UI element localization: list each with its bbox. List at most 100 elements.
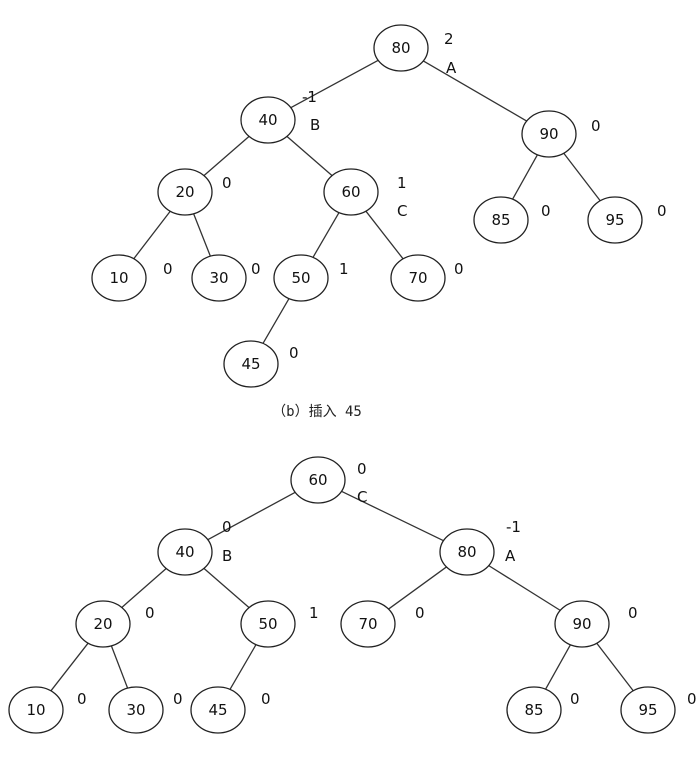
node-key-50: 50 [258,615,277,633]
node-key-20: 20 [175,183,194,201]
balance-factor-85: 0 [541,202,551,220]
node-tag-B: B [222,547,232,565]
node-tag-A: A [446,59,457,77]
tree-edge-20-10 [50,642,89,692]
balance-factor-95: 0 [687,690,697,708]
tree-node-80 [373,24,429,72]
node-key-20: 20 [93,615,112,633]
tree-node-70 [340,600,396,648]
tree-edge-40-60 [286,135,333,177]
balance-factor-40: -1 [302,88,317,106]
node-key-30: 30 [209,269,228,287]
tree-edge-80-90 [422,60,528,122]
balance-factor-30: 0 [251,260,261,278]
node-key-85: 85 [524,701,543,719]
node-key-70: 70 [408,269,427,287]
tree-edge-60-50 [312,212,340,258]
node-tag-C: C [357,488,367,506]
node-key-70: 70 [358,615,377,633]
tree-node-60 [323,168,379,216]
balance-factor-20: 0 [222,174,232,192]
tree-edge-50-45 [229,644,257,690]
balance-factor-45: 0 [289,344,299,362]
tree-node-95 [587,196,643,244]
tree-node-50 [240,600,296,648]
balance-factor-60: 1 [397,174,407,192]
tree-node-40 [157,528,213,576]
node-key-45: 45 [241,355,260,373]
tree-edge-60-80 [341,490,444,542]
tree-edge-60-70 [365,210,404,260]
balance-factor-90: 0 [628,604,638,622]
tree-node-20 [157,168,213,216]
node-key-50: 50 [291,269,310,287]
tree-node-60 [290,456,346,504]
balance-factor-40: 0 [222,518,232,536]
tree-node-30 [191,254,247,302]
tree-edge-90-95 [596,642,634,692]
node-key-80: 80 [391,39,410,57]
tree-edge-90-95 [563,152,601,202]
tree-node-95 [620,686,676,734]
tree-node-10 [91,254,147,302]
node-tag-C: C [397,202,407,220]
tree-node-10 [8,686,64,734]
balance-factor-20: 0 [145,604,155,622]
node-key-40: 40 [258,111,277,129]
node-tag-A: A [505,547,516,565]
balance-factor-90: 0 [591,117,601,135]
tree-edge-40-50 [203,567,250,609]
tree-node-70 [390,254,446,302]
tree-edge-40-20 [121,568,167,608]
node-key-90: 90 [539,125,558,143]
balance-factor-50: 1 [339,260,349,278]
tree-edge-80-70 [388,566,447,610]
balance-factor-10: 0 [163,260,173,278]
node-key-85: 85 [491,211,510,229]
balance-factor-60: 0 [357,460,367,478]
tree-node-80 [439,528,495,576]
tree-edge-20-30 [110,645,129,689]
balance-factor-85: 0 [570,690,580,708]
figure-caption: （b）插入 45 [272,404,362,420]
node-key-10: 10 [109,269,128,287]
tree-node-30 [108,686,164,734]
tree-node-20 [75,600,131,648]
tree-node-85 [473,196,529,244]
node-key-90: 90 [572,615,591,633]
node-key-60: 60 [341,183,360,201]
node-key-80: 80 [457,543,476,561]
tree-node-90 [521,110,577,158]
node-key-45: 45 [208,701,227,719]
node-tag-B: B [310,116,320,134]
balance-factor-80: -1 [506,518,521,536]
tree-edge-50-45 [262,298,290,344]
node-key-60: 60 [308,471,327,489]
node-key-40: 40 [175,543,194,561]
tree-edge-80-40 [290,59,379,109]
tree-node-50 [273,254,329,302]
balance-factor-70: 0 [454,260,464,278]
balance-factor-10: 0 [77,690,87,708]
tree-edge-20-10 [133,210,171,260]
balance-factor-45: 0 [261,690,271,708]
node-key-10: 10 [26,701,45,719]
tree-edge-80-90 [488,565,561,611]
tree-node-45 [190,686,246,734]
tree-edge-60-40 [207,491,296,541]
balance-factor-95: 0 [657,202,667,220]
tree-node-40 [240,96,296,144]
tree-edge-20-30 [193,213,211,257]
node-key-95: 95 [605,211,624,229]
node-key-95: 95 [638,701,657,719]
balance-factor-80: 2 [444,30,454,48]
node-key-30: 30 [126,701,145,719]
tree-edge-40-20 [203,135,250,177]
tree-node-90 [554,600,610,648]
tree-edge-90-85 [512,154,538,200]
balance-factor-30: 0 [173,690,183,708]
tree-node-85 [506,686,562,734]
